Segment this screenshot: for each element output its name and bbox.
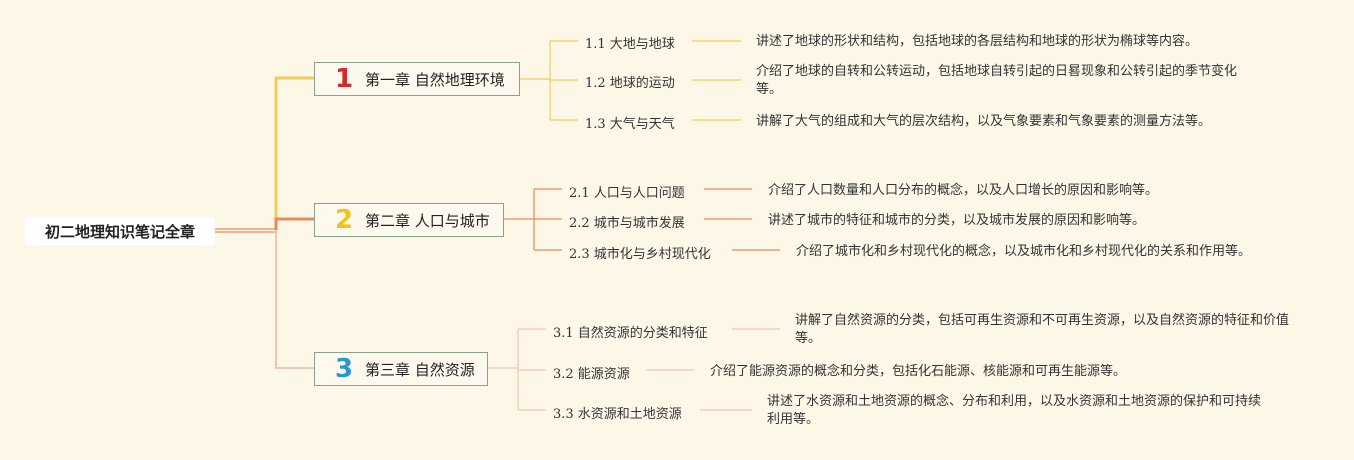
- chapter-number-2-icon: 2: [334, 205, 354, 235]
- chapter-2-title: 第二章 人口与城市: [365, 211, 490, 230]
- section-2-2-desc: 讲述了城市的特征和城市的分类，以及城市发展的原因和影响等。: [768, 213, 1146, 228]
- chapter-2-connector: [274, 217, 314, 230]
- section-2-3[interactable]: 2.3 城市化与乡村现代化: [569, 247, 711, 262]
- section-3-2[interactable]: 3.2 能源资源: [553, 367, 630, 382]
- section-3-1-desc: 讲解了自然资源的分类，包括可再生资源和不可再生资源，以及自然资源的特征和价值等。: [795, 313, 1290, 346]
- section-2-3-desc: 介绍了城市化和乡村现代化的概念，以及城市化和乡村现代化的关系和作用等。: [796, 244, 1252, 259]
- chapter-3-node[interactable]: 3 第三章 自然资源: [314, 352, 488, 386]
- section-1-1-desc: 讲述了地球的形状和结构，包括地球的各层结构和地球的形状为椭球等内容。: [756, 34, 1199, 49]
- section-3-3[interactable]: 3.3 水资源和土地资源: [553, 407, 682, 422]
- section-1-2-desc: 介绍了地球的自转和公转运动，包括地球自转引起的日晷现象和公转引起的季节变化等。: [756, 64, 1238, 97]
- root-topic[interactable]: 初二地理知识笔记全章: [25, 217, 215, 245]
- chapter-2-node[interactable]: 2 第二章 人口与城市: [314, 203, 504, 237]
- section-1-1[interactable]: 1.1 大地与地球: [585, 37, 675, 52]
- section-2-2[interactable]: 2.2 城市与城市发展: [569, 216, 685, 231]
- section-3-2-desc: 介绍了能源资源的概念和分类，包括化石能源、核能源和可再生能源等。: [710, 364, 1127, 379]
- chapter-3-connector: [275, 230, 314, 369]
- chapter-3-title: 第三章 自然资源: [365, 360, 475, 379]
- section-3-3-desc: 讲述了水资源和土地资源的概念、分布和利用，以及水资源和土地资源的保护和可持续利用…: [767, 394, 1262, 427]
- root-title: 初二地理知识笔记全章: [44, 222, 195, 241]
- section-3-1[interactable]: 3.1 自然资源的分类和特征: [553, 326, 708, 341]
- chapter-1-connector: [274, 76, 314, 230]
- chapter-number-3-icon: 3: [334, 354, 354, 384]
- chapter-number-1-icon: 1: [334, 64, 354, 94]
- section-1-3[interactable]: 1.3 大气与天气: [585, 117, 675, 132]
- chapter-1-title: 第一章 自然地理环境: [365, 70, 505, 89]
- section-2-1-desc: 介绍了人口数量和人口分布的概念，以及人口增长的原因和影响等。: [768, 183, 1159, 198]
- section-1-2[interactable]: 1.2 地球的运动: [585, 76, 675, 91]
- section-1-3-desc: 讲解了大气的组成和大气的层次结构，以及气象要素和气象要素的测量方法等。: [756, 114, 1212, 129]
- section-2-1[interactable]: 2.1 人口与人口问题: [569, 186, 685, 201]
- chapter-1-node[interactable]: 1 第一章 自然地理环境: [314, 62, 520, 96]
